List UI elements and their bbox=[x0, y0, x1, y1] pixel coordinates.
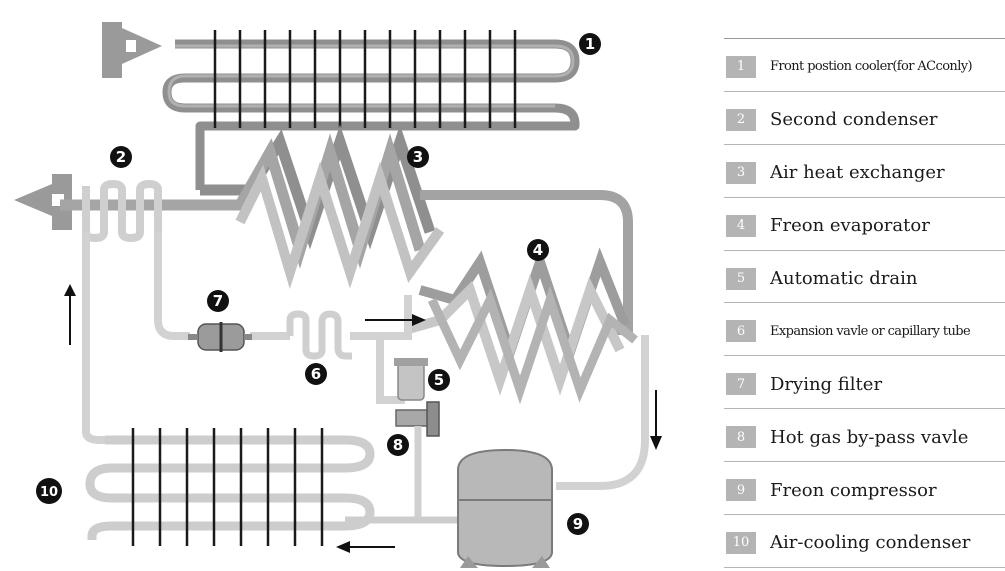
legend-label: Second condenser bbox=[770, 109, 938, 131]
legend-label: Air-cooling condenser bbox=[770, 532, 971, 554]
automatic-drain bbox=[394, 358, 428, 401]
legend-row-8: 8 Hot gas by-pass vavle bbox=[724, 409, 1005, 463]
svg-text:1: 1 bbox=[585, 35, 595, 53]
svg-text:7: 7 bbox=[213, 292, 223, 310]
svg-text:5: 5 bbox=[434, 371, 444, 389]
marker-5: 5 bbox=[428, 369, 450, 391]
legend-label: Front postion cooler(for ACconly) bbox=[770, 59, 973, 75]
marker-7: 7 bbox=[207, 290, 229, 312]
expansion-valve bbox=[286, 310, 352, 360]
liquid-line bbox=[82, 232, 649, 490]
svg-text:3: 3 bbox=[413, 148, 423, 166]
legend-badge: 3 bbox=[726, 161, 756, 184]
legend-row-3: 3 Air heat exchanger bbox=[724, 145, 1005, 198]
legend-row-5: 5 Automatic drain bbox=[724, 251, 1005, 304]
marker-2: 2 bbox=[110, 146, 132, 168]
svg-text:4: 4 bbox=[533, 241, 543, 259]
legend-row-1: 1 Front postion cooler(for ACconly) bbox=[724, 39, 1005, 92]
flow-arrow-up-icon bbox=[64, 284, 76, 345]
svg-text:10: 10 bbox=[40, 485, 58, 500]
legend-label: Drying filter bbox=[770, 373, 883, 395]
air-cooling-condenser bbox=[85, 428, 470, 546]
legend-row-10: 10 Air-cooling condenser bbox=[724, 515, 1005, 568]
legend-badge: 10 bbox=[726, 531, 756, 554]
svg-text:9: 9 bbox=[573, 515, 583, 533]
legend-row-4: 4 Freon evaporator bbox=[724, 198, 1005, 251]
freon-compressor bbox=[457, 448, 553, 568]
legend-badge: 1 bbox=[726, 55, 756, 78]
marker-4: 4 bbox=[527, 239, 549, 261]
legend-row-6: 6 Expansion vavle or capillary tube bbox=[724, 303, 1005, 357]
refrigeration-schematic: 1 2 3 4 5 6 7 8 9 10 bbox=[14, 22, 662, 568]
legend-label: Hot gas by-pass vavle bbox=[770, 426, 969, 448]
legend-label: Freon compressor bbox=[770, 479, 937, 501]
svg-text:6: 6 bbox=[311, 365, 321, 383]
legend-label: Expansion vavle or capillary tube bbox=[770, 323, 971, 339]
freon-evaporator bbox=[403, 246, 638, 405]
legend-badge: 5 bbox=[726, 267, 756, 290]
svg-text:8: 8 bbox=[393, 436, 403, 454]
legend-row-7: 7 Drying filter bbox=[724, 356, 1005, 410]
marker-3: 3 bbox=[407, 146, 429, 168]
hot-gas-line bbox=[420, 190, 633, 335]
legend-badge: 4 bbox=[726, 214, 756, 237]
legend-badge: 6 bbox=[726, 320, 756, 343]
legend-badge: 2 bbox=[726, 108, 756, 131]
flow-arrow-left-icon bbox=[336, 541, 395, 553]
air-heat-exchanger bbox=[60, 124, 445, 289]
front-cooler-fins bbox=[213, 30, 517, 128]
second-condenser bbox=[82, 179, 162, 243]
drying-filter bbox=[188, 322, 252, 352]
marker-1: 1 bbox=[579, 33, 601, 55]
marker-8: 8 bbox=[387, 434, 409, 456]
svg-text:2: 2 bbox=[116, 148, 126, 166]
legend-badge: 9 bbox=[726, 479, 756, 502]
air-inlet-arrow-icon bbox=[102, 22, 162, 78]
component-legend: 1 Front postion cooler(for ACconly) 2 Se… bbox=[724, 38, 1005, 568]
legend-label: Air heat exchanger bbox=[770, 162, 945, 184]
legend-badge: 8 bbox=[726, 426, 756, 449]
hot-gas-bypass-valve bbox=[395, 401, 440, 520]
flow-arrow-down-icon bbox=[650, 390, 662, 450]
front-position-cooler bbox=[162, 30, 580, 190]
legend-row-9: 9 Freon compressor bbox=[724, 462, 1005, 516]
marker-6: 6 bbox=[305, 363, 327, 385]
legend-label: Automatic drain bbox=[770, 268, 918, 289]
marker-10: 10 bbox=[36, 478, 62, 504]
air-cooling-condenser-fins bbox=[131, 428, 324, 546]
flow-arrow-right-icon bbox=[365, 314, 426, 326]
legend-label: Freon evaporator bbox=[770, 215, 930, 237]
legend-badge: 7 bbox=[726, 373, 756, 396]
marker-9: 9 bbox=[567, 513, 589, 535]
legend-row-2: 2 Second condenser bbox=[724, 92, 1005, 145]
